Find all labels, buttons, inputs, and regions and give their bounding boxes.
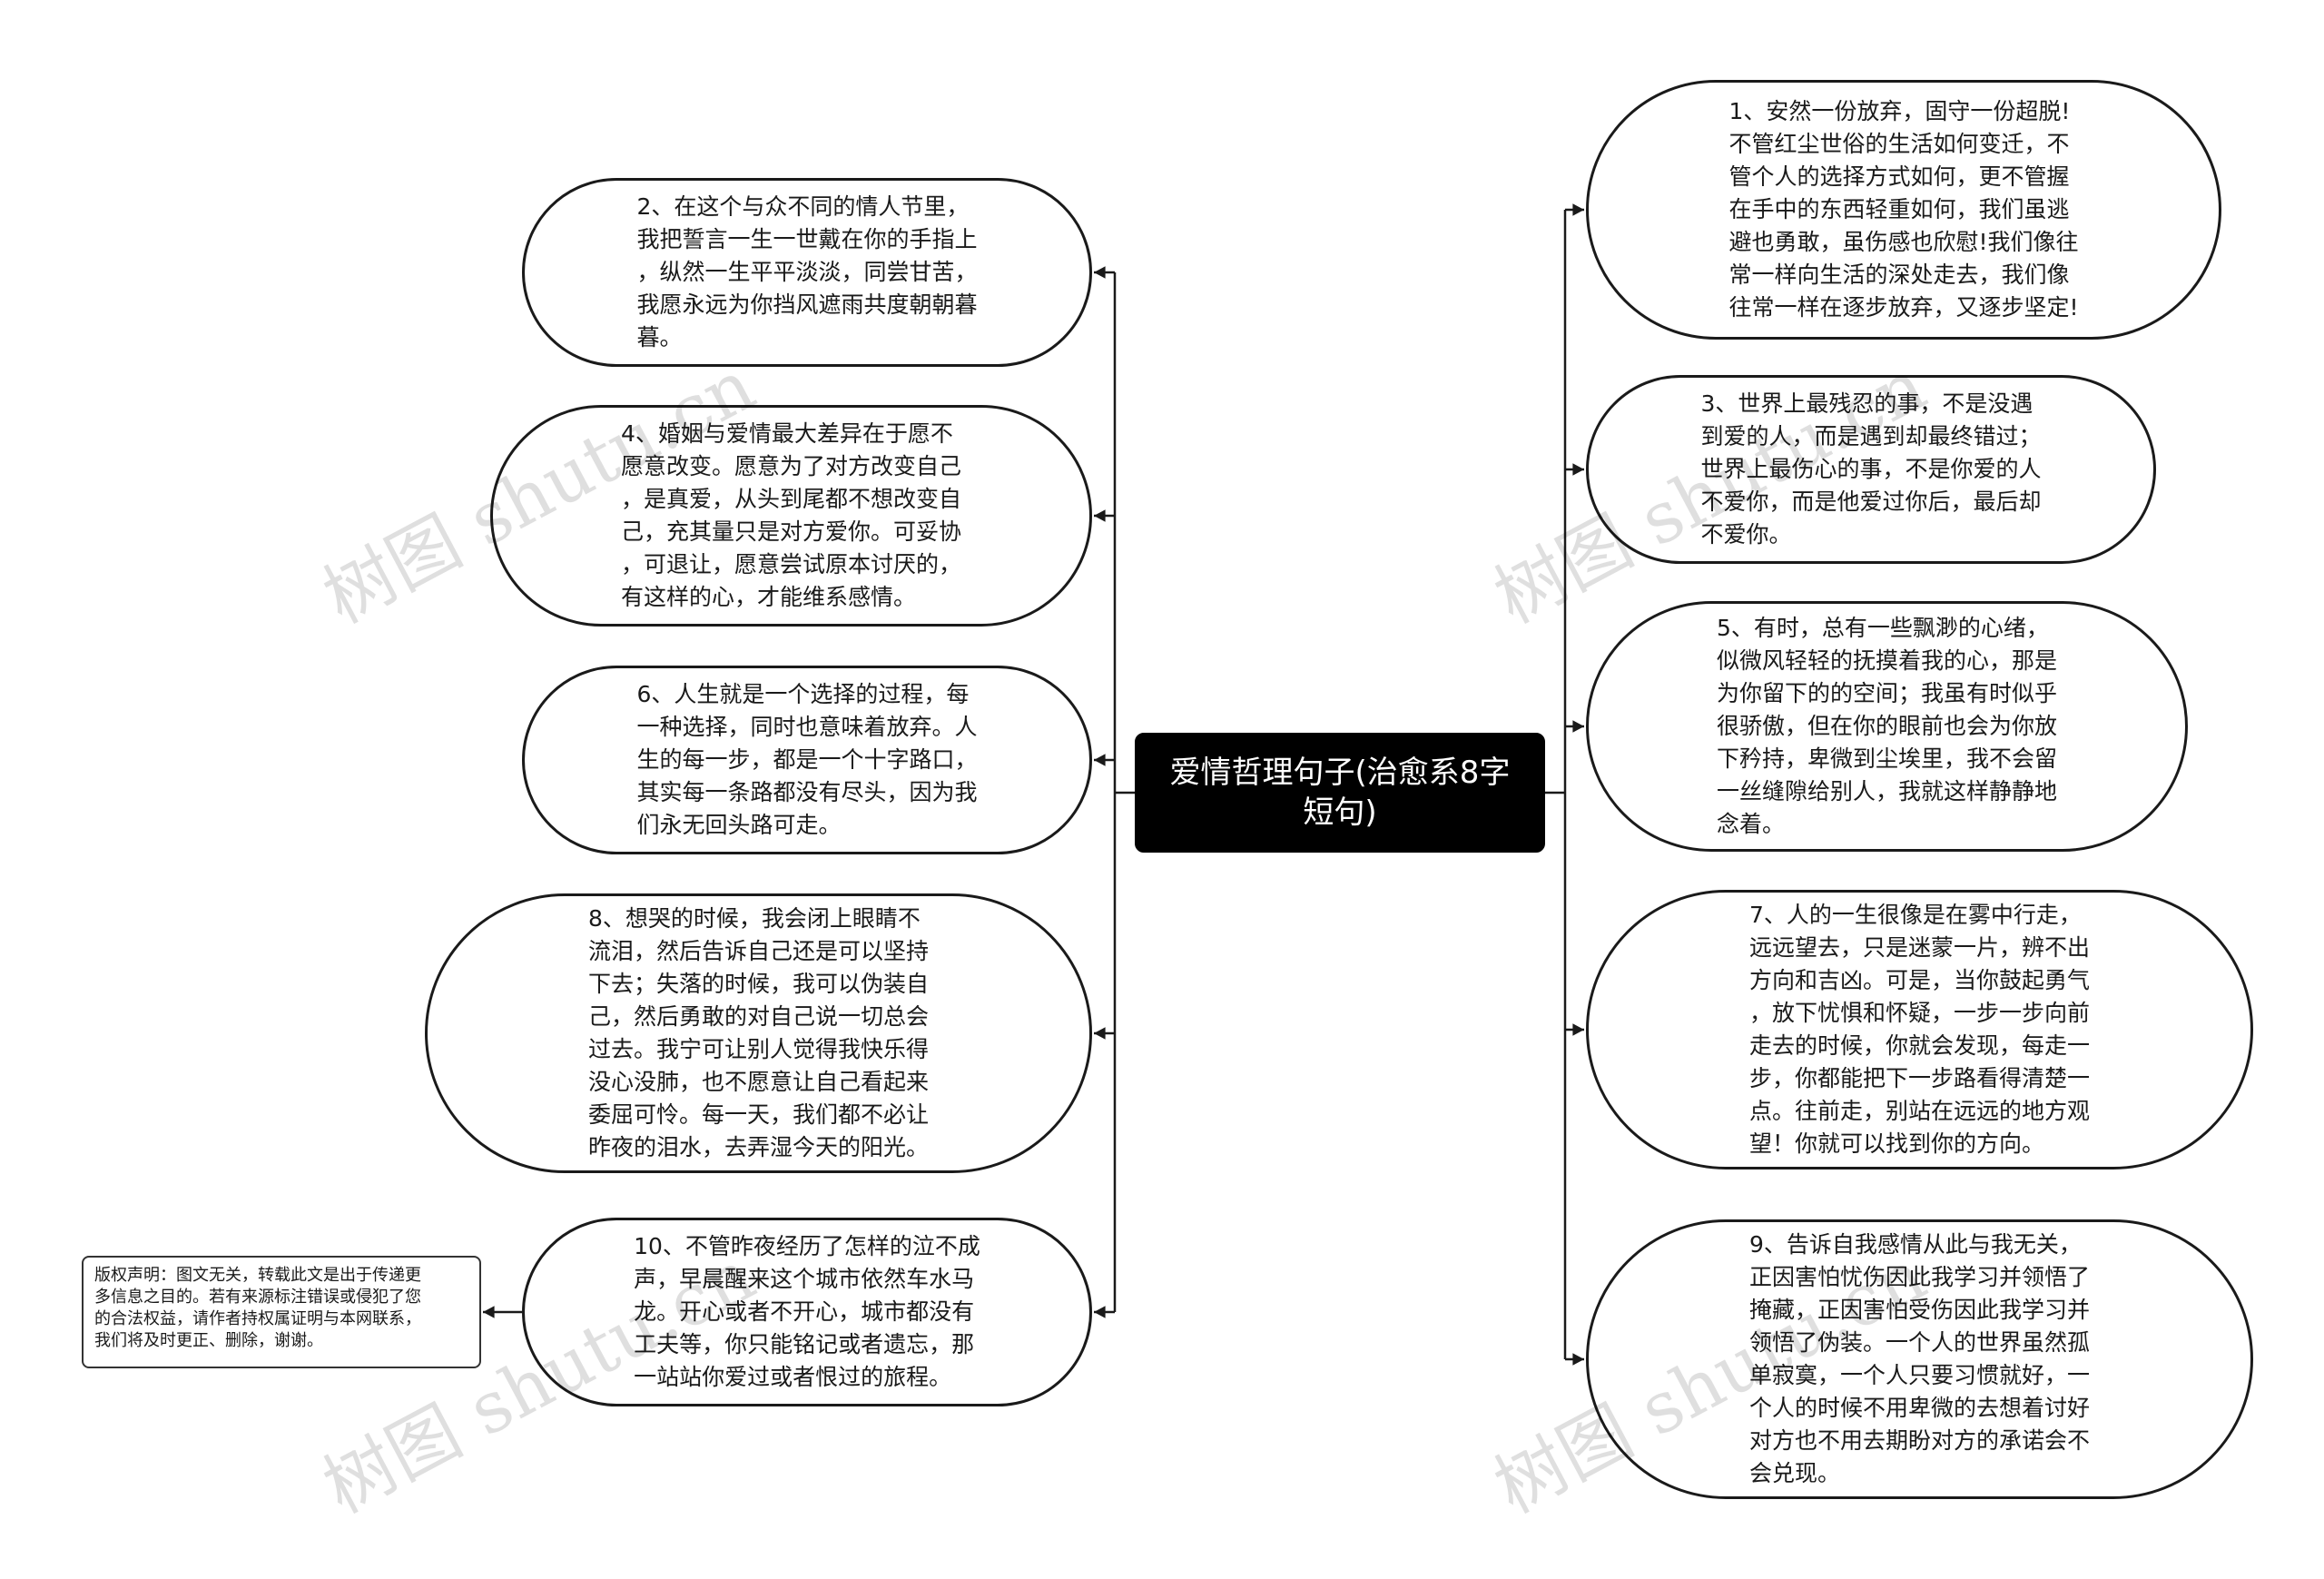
connector-arrow-n1 (1572, 203, 1584, 216)
connector-arrow-n6 (1094, 754, 1106, 766)
topic-node-text: 1、安然一份放弃，固守一份超脱! 不管红尘世俗的生活如何变迁，不 管个人的选择方… (1728, 98, 2079, 321)
topic-node-text: 10、不管昨夜经历了怎样的泣不成 声，早晨醒来这个城市依然车水马 龙。开心或者不… (634, 1233, 980, 1390)
center-topic[interactable]: 爱情哲理句子(治愈系8字 短句) (1135, 733, 1545, 853)
topic-node-text: 5、有时，总有一些飘渺的心绪， 似微风轻轻的抚摸着我的心，那是 为你留下的的空间… (1716, 615, 2057, 837)
topic-node-text: 7、人的一生很像是在雾中行走， 远远望去，只是迷蒙一片，辨不出 方向和吉凶。可是… (1748, 902, 2090, 1157)
connector-arrow-n2 (1094, 266, 1106, 279)
topic-node-10[interactable]: 10、不管昨夜经历了怎样的泣不成 声，早晨醒来这个城市依然车水马 龙。开心或者不… (522, 1218, 1092, 1406)
copyright-note-text: 版权声明：图文无关，转载此文是出于传递更 多信息之目的。若有来源标注错误或侵犯了… (94, 1266, 421, 1350)
copyright-note: 版权声明：图文无关，转载此文是出于传递更 多信息之目的。若有来源标注错误或侵犯了… (82, 1256, 481, 1368)
connector-arrow-n7 (1572, 1023, 1584, 1036)
topic-node-2[interactable]: 2、在这个与众不同的情人节里， 我把誓言一生一世戴在你的手指上 ，纵然一生平平淡… (522, 178, 1092, 367)
topic-node-4[interactable]: 4、婚姻与爱情最大差异在于愿不 愿意改变。愿意为了对方改变自己 ，是真爱，从头到… (490, 405, 1092, 627)
connector-arrow-note (483, 1306, 495, 1318)
topic-node-text: 2、在这个与众不同的情人节里， 我把誓言一生一世戴在你的手指上 ，纵然一生平平淡… (636, 193, 978, 350)
topic-node-5[interactable]: 5、有时，总有一些飘渺的心绪， 似微风轻轻的抚摸着我的心，那是 为你留下的的空间… (1586, 601, 2188, 852)
topic-node-1[interactable]: 1、安然一份放弃，固守一份超脱! 不管红尘世俗的生活如何变迁，不 管个人的选择方… (1586, 80, 2221, 340)
topic-node-6[interactable]: 6、人生就是一个选择的过程，每 一种选择，同时也意味着放弃。人 生的每一步，都是… (522, 666, 1092, 854)
topic-node-text: 8、想哭的时候，我会闭上眼睛不 流泪，然后告诉自己还是可以坚持 下去；失落的时候… (587, 905, 929, 1160)
connector-arrow-n8 (1094, 1027, 1106, 1040)
topic-node-8[interactable]: 8、想哭的时候，我会闭上眼睛不 流泪，然后告诉自己还是可以坚持 下去；失落的时候… (425, 893, 1092, 1173)
topic-node-text: 9、告诉自我感情从此与我无关， 正因害怕忧伤因此我学习并领悟了 掩藏，正因害怕受… (1748, 1231, 2090, 1486)
connector-arrow-n5 (1572, 720, 1584, 733)
topic-node-text: 3、世界上最残忍的事，不是没遇 到爱的人，而是遇到却最终错过； 世界上最伤心的事… (1700, 390, 2042, 548)
connector-arrow-n4 (1094, 509, 1106, 522)
topic-node-text: 4、婚姻与爱情最大差异在于愿不 愿意改变。愿意为了对方改变自己 ，是真爱，从头到… (620, 420, 961, 610)
connector-arrow-n3 (1572, 463, 1584, 476)
center-topic-label: 爱情哲理句子(治愈系8字 短句) (1169, 755, 1511, 831)
topic-node-9[interactable]: 9、告诉自我感情从此与我无关， 正因害怕忧伤因此我学习并领悟了 掩藏，正因害怕受… (1586, 1219, 2253, 1499)
connector-arrow-n9 (1572, 1353, 1584, 1366)
topic-node-7[interactable]: 7、人的一生很像是在雾中行走， 远远望去，只是迷蒙一片，辨不出 方向和吉凶。可是… (1586, 890, 2253, 1169)
topic-node-3[interactable]: 3、世界上最残忍的事，不是没遇 到爱的人，而是遇到却最终错过； 世界上最伤心的事… (1586, 375, 2156, 564)
topic-node-text: 6、人生就是一个选择的过程，每 一种选择，同时也意味着放弃。人 生的每一步，都是… (636, 681, 978, 838)
connector-arrow-n10 (1094, 1306, 1106, 1318)
